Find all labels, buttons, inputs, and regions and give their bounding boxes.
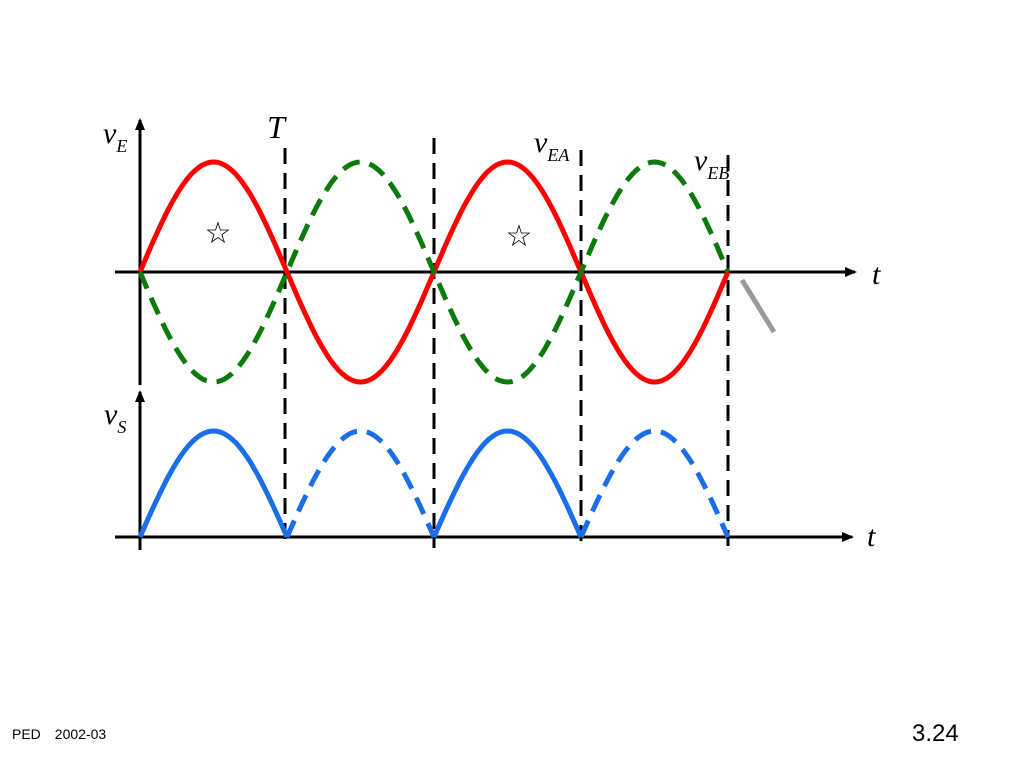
period-label: T [267,109,287,145]
bottom-t-label: t [867,520,876,553]
vs-label: vS [104,398,126,437]
ve-label: vE [103,117,127,156]
veb-waveform [137,159,731,385]
slide-number: 3.24 [912,720,959,747]
veb-label: vEB [694,144,729,183]
star-icon: ☆ [506,220,533,253]
vs-waveform-solid [137,428,584,539]
period-boundaries [283,138,730,548]
vea-label: vEA [534,126,570,165]
vs-waveform-dashed [284,428,731,539]
footer-course-info: PED 2002-03 [12,726,120,742]
footer-year: 2002-03 [54,726,107,742]
footer-course: PED [12,726,41,742]
star-icon: ☆ [205,217,232,250]
gray-marker-line [739,278,777,334]
top-t-label: t [872,258,881,291]
